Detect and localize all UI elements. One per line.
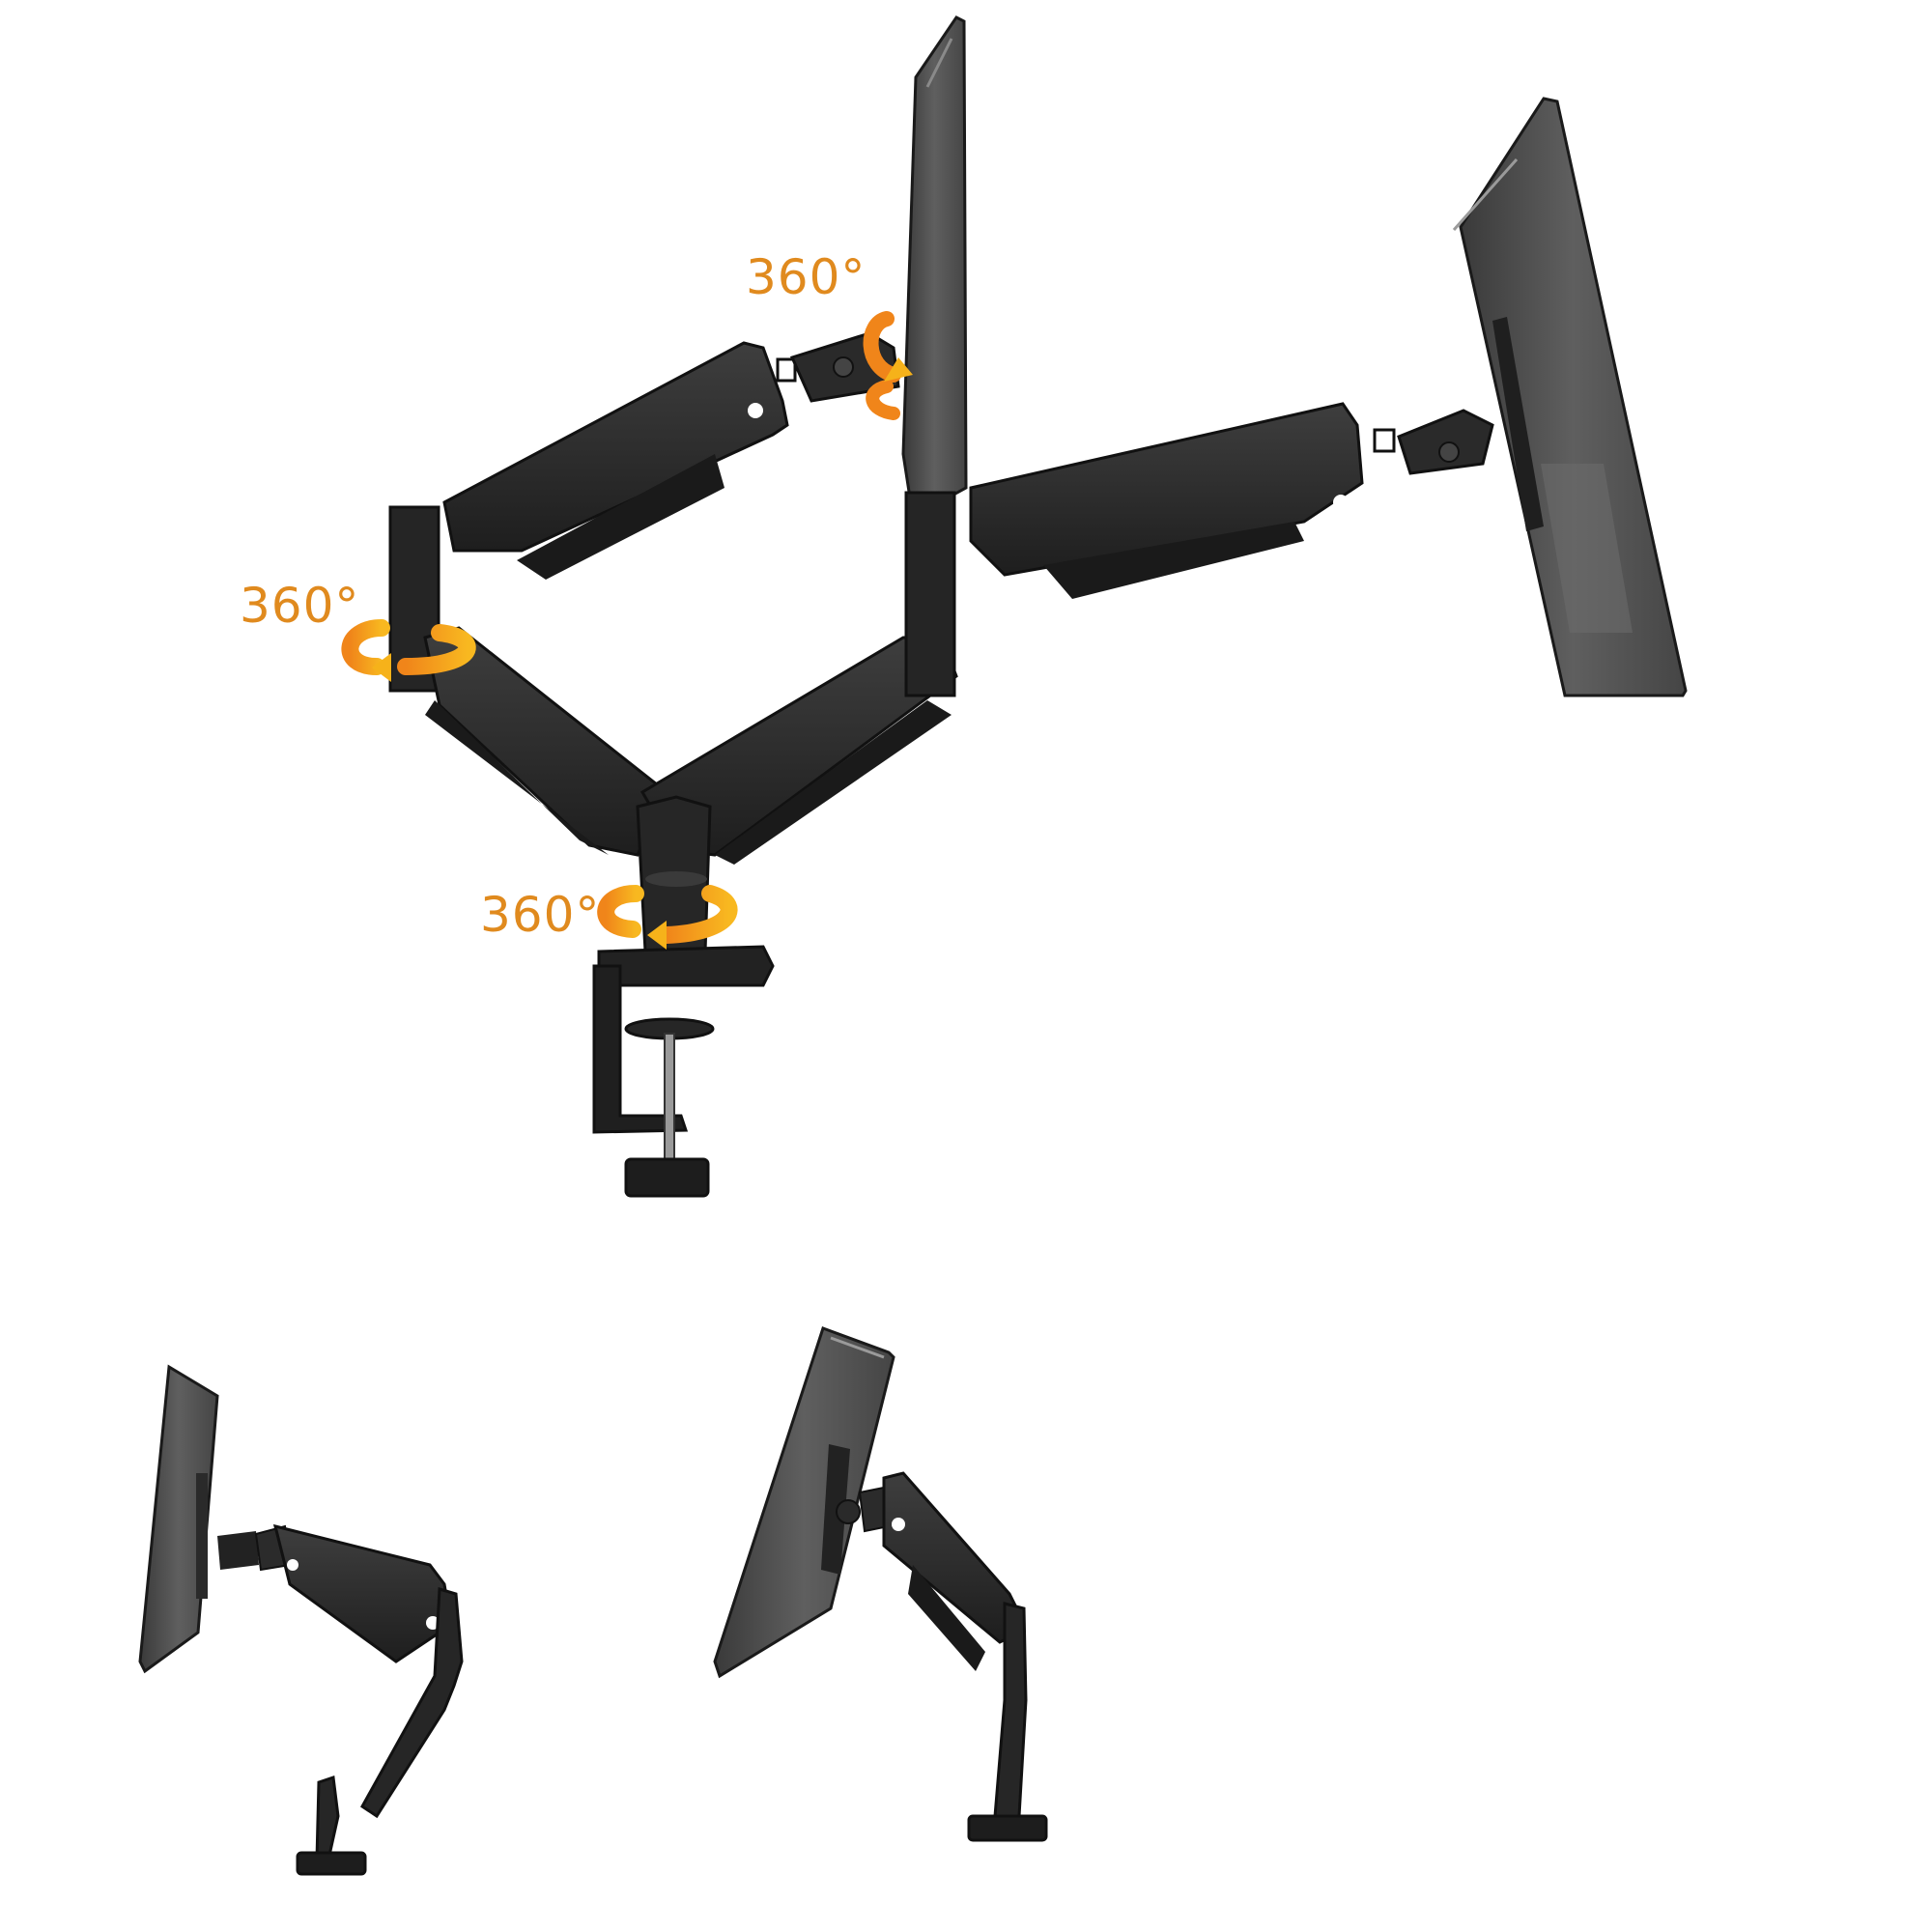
rotation-arrow-icon-base — [597, 885, 738, 950]
side-view-extended — [138, 1364, 464, 1876]
c-clamp — [592, 945, 775, 1198]
main-dual-arm — [341, 15, 1688, 1198]
center-post — [636, 795, 712, 953]
rotation-arrow-icon-vesa — [863, 311, 913, 420]
left-elbow-joint — [388, 505, 474, 693]
center-monitor — [901, 15, 968, 520]
left-lower-arm — [423, 626, 668, 857]
right-elbow-joint — [904, 491, 996, 697]
left-upper-arm — [442, 331, 900, 580]
base-rotation-label: 360° — [480, 887, 601, 943]
right-upper-arm — [969, 402, 1494, 599]
right-monitor — [1452, 97, 1688, 697]
elbow-rotation-label: 360° — [240, 578, 360, 634]
rotation-arrow-icon-elbow — [341, 619, 476, 682]
side-view-raised — [713, 1326, 1048, 1842]
vesa-rotation-label: 360° — [746, 249, 867, 305]
